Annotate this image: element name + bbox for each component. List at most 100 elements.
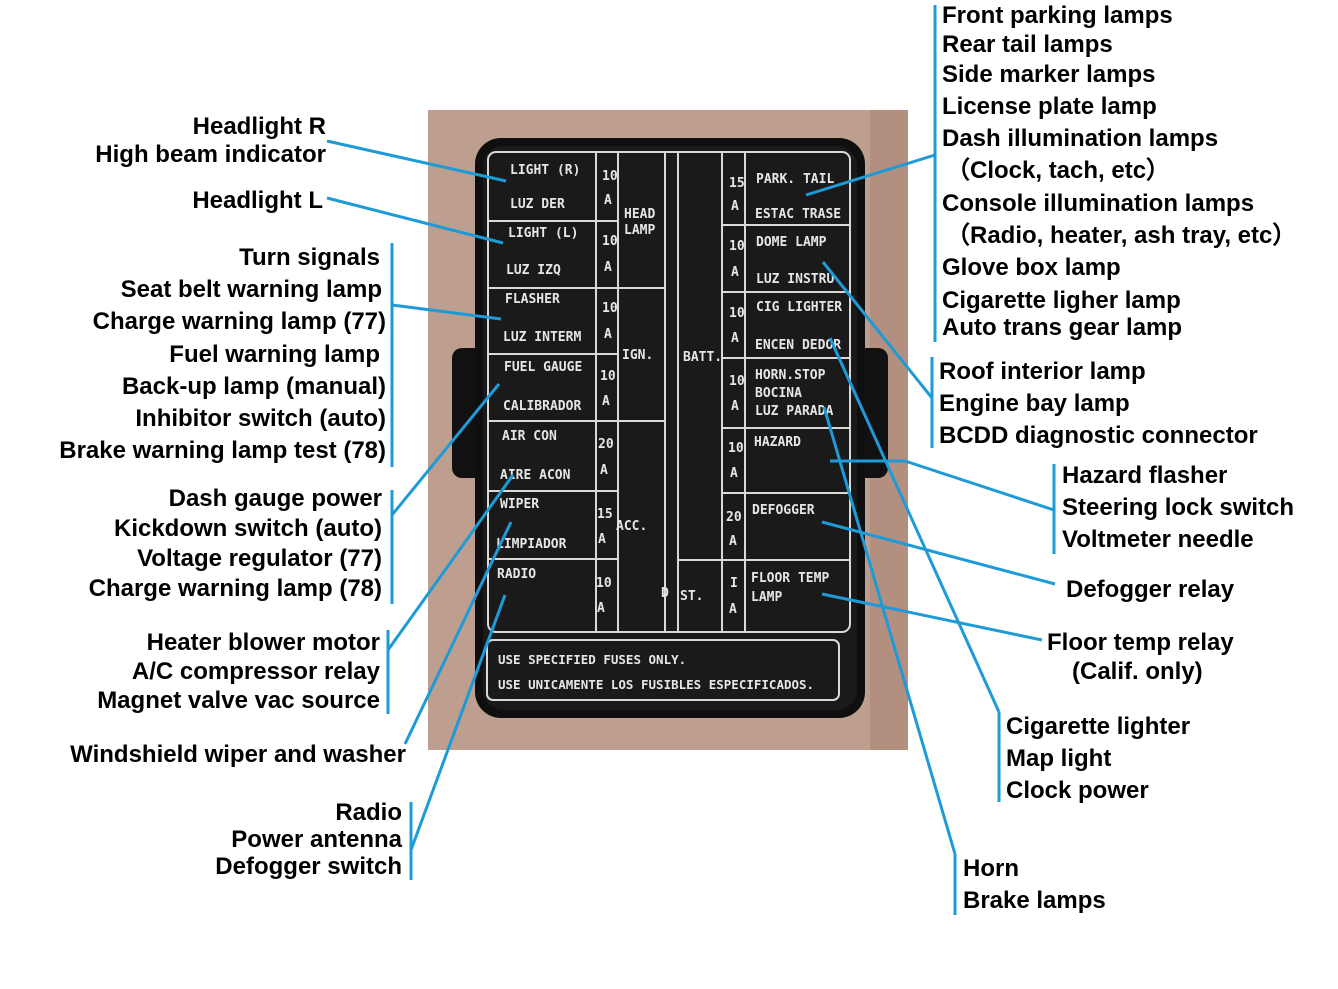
annotation-line: Rear tail lamps [942, 31, 1113, 59]
annotation-flasher-group: Turn signals Seat belt warning lamp Char… [59, 242, 386, 467]
annotation-line: Auto trans gear lamp [942, 313, 1183, 341]
fuse-labels-left: LIGHT (R) LUZ DER 10 A LIGHT (L) LUZ IZQ… [496, 163, 618, 616]
annotation-line: Voltmeter needle [1062, 526, 1254, 553]
fuse-amp-unit: A [597, 601, 605, 616]
fuse-sub: LUZ IZQ [506, 263, 561, 278]
fuse-amp-unit: A [729, 534, 737, 549]
annotation-line: Charge warning lamp (77) [92, 308, 386, 336]
annotation-line: High beam indicator [95, 141, 326, 168]
annotation-line: Back-up lamp (manual) [121, 372, 386, 400]
fuse-amp: 10 [600, 369, 616, 384]
annotation-line: Headlight L [192, 187, 323, 214]
fuse-amp-unit: A [602, 394, 610, 409]
annotation-line: Brake warning lamp test (78) [59, 437, 386, 465]
annotation-fuel-gauge-group: Dash gauge power Kickdown switch (auto) … [89, 484, 382, 604]
annotation-cig-lighter-group: Cigarette lighter Map light Clock power [1006, 711, 1190, 807]
annotation-park-tail-group: Front parking lamps Rear tail lamps Side… [942, 0, 1296, 344]
annotation-floor-temp: Floor temp relay (Calif. only) [1047, 628, 1234, 686]
fuse-name: FLASHER [505, 292, 560, 307]
annotation-line: Hazard flasher [1062, 462, 1228, 489]
annotation-line: Horn [963, 855, 1019, 882]
fuse-name: LIGHT (L) [508, 226, 578, 241]
fuse-name: DOME LAMP [756, 235, 827, 250]
fuse-name: LIGHT (R) [510, 163, 580, 178]
fuse-amp-unit: A [600, 463, 608, 478]
circuit-d: D [661, 586, 669, 601]
fuse-sub: LUZ DER [510, 197, 565, 212]
annotation-line: （Radio, heater, ash tray, etc） [946, 222, 1297, 250]
circuit-acc: ACC. [616, 519, 647, 534]
annotation-line: License plate lamp [942, 92, 1157, 120]
annotation-line: Dash gauge power [168, 485, 382, 512]
annotation-line: Defogger relay [1066, 576, 1235, 603]
annotation-line: Headlight R [192, 113, 326, 140]
annotation-hazard-group: Hazard flasher Steering lock switch Volt… [1062, 460, 1294, 556]
annotation-line: Radio [335, 799, 402, 826]
annotation-headlight-l: Headlight L [192, 185, 323, 216]
fuse-amp-unit: A [730, 466, 738, 481]
fuse-amp: I [730, 576, 738, 591]
annotation-horn-group: Horn Brake lamps [963, 853, 1106, 917]
annotation-line: Power antenna [231, 826, 402, 853]
fuse-name: RADIO [497, 567, 536, 582]
annotation-line: Kickdown switch (auto) [113, 515, 382, 542]
fuse-box-cover [452, 138, 888, 718]
annotation-line: Steering lock switch [1062, 494, 1295, 521]
fuse-sub: ESTAC TRASE [755, 207, 841, 222]
fuse-sub: LUZ INSTRU [756, 272, 834, 287]
fuse-amp: 10 [602, 301, 618, 316]
fuse-name: PARK. TAIL [756, 172, 834, 187]
fuse-sub: AIRE ACON [500, 468, 571, 483]
fuse-amp: 10 [602, 169, 618, 184]
annotation-line: Console illumination lamps [942, 189, 1255, 217]
fuse-amp-unit: A [604, 193, 612, 208]
annotation-line: BCDD diagnostic connector [939, 422, 1258, 449]
fuse-name: HORN.STOP [755, 368, 826, 383]
annotation-line: Dash illumination lamps [942, 125, 1219, 153]
annotation-line: Side marker lamps [942, 60, 1156, 88]
fuse-name: FLOOR TEMP [751, 571, 829, 586]
annotation-line: Floor temp relay [1047, 629, 1234, 656]
fuse-sub-2: LUZ PARADA [755, 404, 833, 419]
annotation-line: Glove box lamp [942, 254, 1121, 282]
fuse-amp-unit: A [598, 532, 606, 547]
fuse-name: WIPER [500, 497, 539, 512]
fuse-amp: 10 [602, 234, 618, 249]
annotation-line: Map light [1006, 745, 1112, 772]
annotation-line: Engine bay lamp [939, 390, 1130, 417]
fuse-amp: 20 [598, 437, 614, 452]
annotation-line: Cigarette ligher lamp [942, 286, 1181, 314]
fuse-amp-unit: A [729, 602, 737, 617]
circuit-labels: HEAD LAMP IGN. BATT. ACC. D ST. [616, 207, 722, 604]
annotation-line: A/C compressor relay [131, 658, 380, 685]
fuse-sub: LUZ INTERM [503, 330, 581, 345]
fuse-amp: 10 [729, 239, 745, 254]
fuse-sub: BOCINA [755, 386, 802, 401]
annotation-line: Defogger switch [215, 853, 402, 880]
fuse-amp: 15 [597, 507, 613, 522]
annotation-line: Clock power [1006, 777, 1149, 804]
fuse-name: AIR CON [502, 429, 557, 444]
annotation-air-con-group: Heater blower motor A/C compressor relay… [97, 628, 380, 715]
fuse-sub: LAMP [751, 590, 782, 605]
annotation-defogger: Defogger relay [1066, 574, 1234, 605]
annotation-radio-group: Radio Power antenna Defogger switch [215, 799, 402, 880]
fuse-amp-unit: A [604, 327, 612, 342]
fuse-name: CIG LIGHTER [756, 300, 842, 315]
circuit-ign: IGN. [622, 348, 653, 363]
annotation-line: Charge warning lamp (78) [88, 575, 382, 602]
fuse-amp-unit: A [731, 331, 739, 346]
fuse-sub: LIMPIADOR [496, 537, 567, 552]
annotation-line: (Calif. only) [1072, 658, 1203, 685]
annotation-line: Windshield wiper and washer [70, 741, 406, 768]
fuse-amp-unit: A [731, 265, 739, 280]
fuse-amp: 10 [729, 306, 745, 321]
annotation-headlight-r: Headlight R High beam indicator [95, 111, 326, 170]
circuit-head: HEAD [624, 207, 655, 222]
fuse-name: FUEL GAUGE [504, 360, 582, 375]
fuse-amp: 20 [726, 510, 742, 525]
circuit-st: ST. [680, 589, 703, 604]
fuse-labels-right: PARK. TAIL ESTAC TRASE 15 A DOME LAMP LU… [726, 172, 842, 617]
annotation-line: Seat belt warning lamp [120, 276, 382, 304]
